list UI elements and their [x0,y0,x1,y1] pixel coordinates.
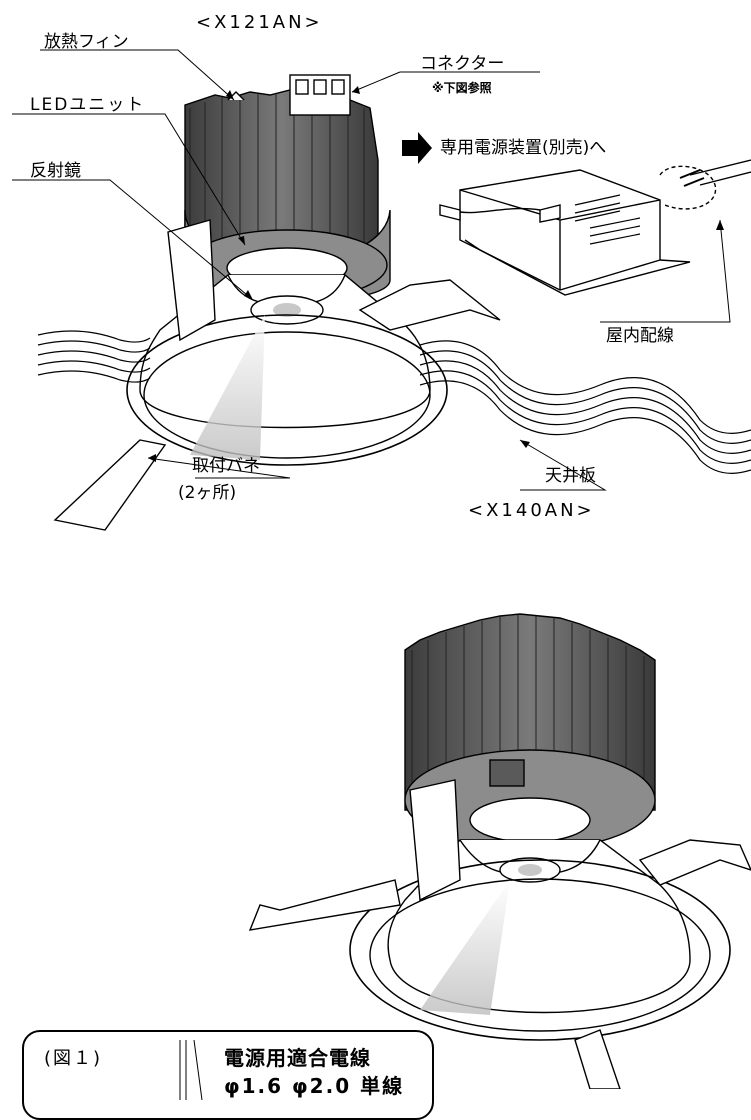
note-subtitle: φ1.6 φ2.0 単線 [224,1074,405,1098]
indoor-wiring-cable [659,159,751,210]
label-power-supply: 専用電源装置(別売)へ [440,138,607,158]
label-spring-count: (2ヶ所) [178,483,237,503]
label-heat-fin: 放熱フィン [44,32,129,52]
product-diagram [12,49,751,1089]
label-connector-note: ※下図参照 [432,81,492,95]
label-connector: コネクター [420,54,505,74]
leader-lines [12,49,731,491]
note-title: 電源用適合電線 [224,1046,371,1070]
connector-block [289,74,351,116]
note-figure-number: (図１) [44,1048,103,1069]
fixture-x121an [53,74,501,531]
model-label-top: <X121AN> [196,12,323,33]
wire-icon [179,1040,203,1100]
label-ceiling-board: 天井板 [545,466,596,486]
label-reflector: 反射鏡 [30,161,81,181]
label-mounting-spring: 取付バネ [192,456,260,476]
power-supply-unit [439,169,691,296]
note-figure-1: (図１) 電源用適合電線 φ1.6 φ2.0 単線 [22,1030,434,1120]
ceiling-board [37,330,751,474]
direction-arrow-icon [402,132,432,164]
arrowheads [148,86,724,462]
fixture-x140an [248,613,751,1089]
model-label-bottom: <X140AN> [468,500,595,521]
label-led-unit: LEDユニット [30,95,146,115]
label-indoor-wiring: 屋内配線 [606,326,674,346]
